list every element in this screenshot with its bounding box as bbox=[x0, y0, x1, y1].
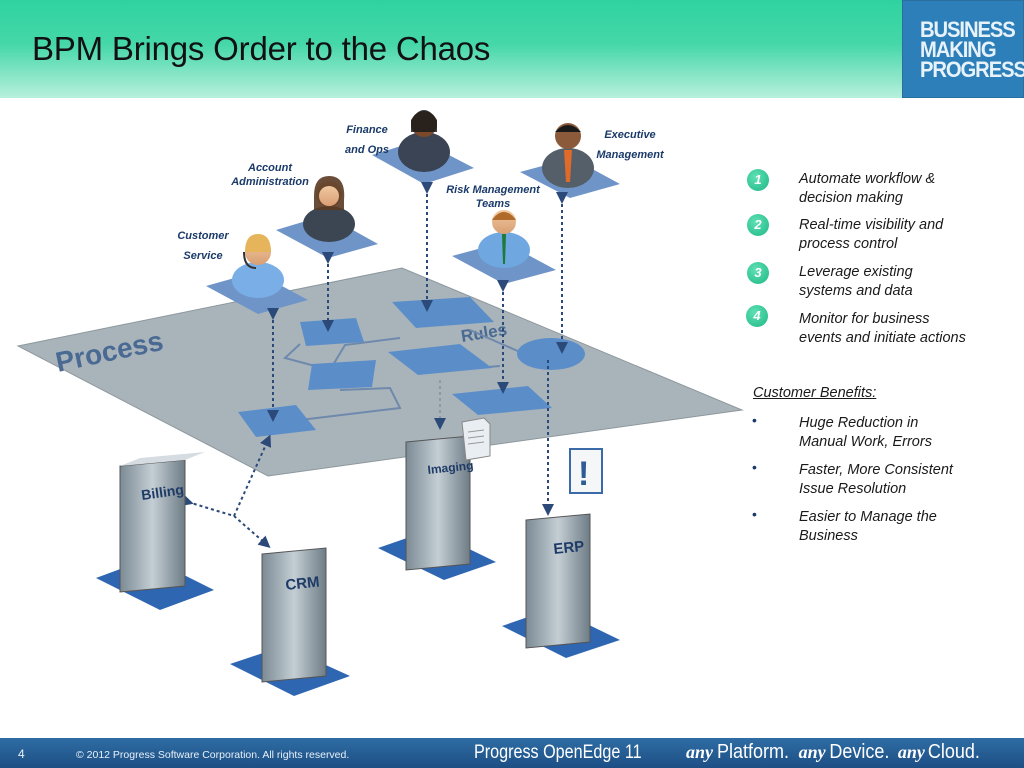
finance-person-icon bbox=[398, 110, 450, 172]
benefit-number-badge: 3 bbox=[747, 262, 769, 284]
billing-server: Billing bbox=[119, 452, 205, 593]
brand-line-2: MAKING bbox=[920, 37, 997, 62]
slide-header: BPM Brings Order to the Chaos BUSINESS M… bbox=[0, 0, 1024, 98]
billing-label: Billing bbox=[140, 481, 185, 503]
customer-benefits-heading: Customer Benefits: bbox=[753, 385, 877, 401]
flow-tile bbox=[388, 344, 492, 375]
document-icon bbox=[461, 417, 491, 461]
product-name: Progress OpenEdge 11 bbox=[474, 742, 642, 763]
executive-person-icon bbox=[542, 123, 594, 188]
flow-tile bbox=[392, 297, 494, 328]
imaging-label: Imaging bbox=[427, 458, 474, 477]
account-admin-person-icon bbox=[303, 176, 355, 242]
risk-person-icon bbox=[478, 210, 530, 268]
crm-label: CRM bbox=[285, 573, 321, 593]
erp-server: ERP bbox=[525, 513, 591, 649]
slide-footer: 4 © 2012 Progress Software Corporation. … bbox=[0, 738, 1024, 768]
brand-line-3: PROGRESS. bbox=[920, 57, 1024, 82]
svg-text:!: ! bbox=[578, 455, 589, 493]
imaging-server: Imaging bbox=[405, 435, 474, 571]
benefit-number-badge: 4 bbox=[746, 305, 768, 327]
benefit-number-badge: 1 bbox=[747, 169, 769, 191]
erp-label: ERP bbox=[553, 538, 585, 558]
bullet-icon: • bbox=[752, 412, 757, 428]
bpm-diagram: Process Rules bbox=[16, 110, 744, 696]
brand-line-1: BUSINESS bbox=[920, 17, 1016, 42]
alert-icon: ! bbox=[569, 448, 603, 494]
bullet-icon: • bbox=[752, 506, 757, 522]
bullet-icon: • bbox=[752, 459, 757, 475]
customer-service-person-icon bbox=[232, 234, 284, 298]
benefit-item: Automate workflow &decision making bbox=[799, 171, 936, 206]
flow-tile bbox=[300, 318, 364, 346]
copyright-text: © 2012 Progress Software Corporation. Al… bbox=[76, 749, 350, 761]
flow-tile bbox=[308, 360, 376, 390]
brand-logo: BUSINESS MAKING PROGRESS. bbox=[902, 0, 1024, 98]
process-platform bbox=[16, 267, 744, 477]
rules-decision-node bbox=[517, 338, 585, 370]
benefit-number-badge: 2 bbox=[747, 214, 769, 236]
page-number: 4 bbox=[18, 747, 25, 761]
slide-title: BPM Brings Order to the Chaos bbox=[32, 30, 491, 67]
connection-arrows bbox=[180, 182, 568, 548]
flow-tile bbox=[452, 386, 552, 415]
crm-server: CRM bbox=[261, 547, 327, 683]
